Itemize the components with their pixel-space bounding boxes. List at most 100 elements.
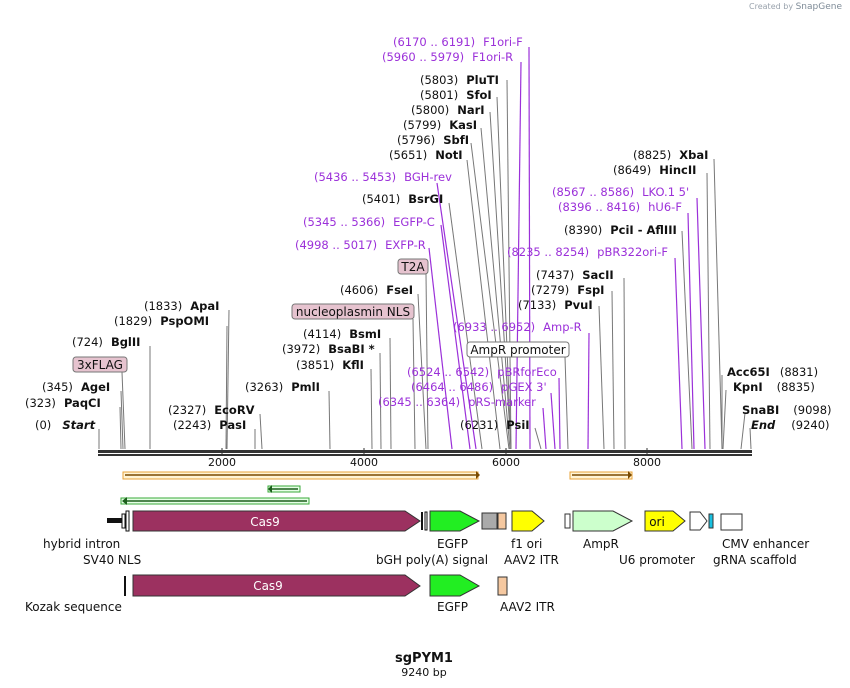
site-pos: (5651) <box>389 148 427 162</box>
svg-text:(7437)SacII: (7437) SacII <box>536 268 614 282</box>
svg-text:(3263)PmlI: (3263) PmlI <box>245 380 320 394</box>
site-pos: (3263) <box>245 380 283 394</box>
site-pos: (8390) <box>564 223 602 237</box>
site-name: PluTI <box>466 73 499 87</box>
egfp-label: EGFP <box>437 537 468 551</box>
site-pos: (5800) <box>411 103 449 117</box>
svg-text:KpnI(8835): KpnI (8835) <box>733 380 815 394</box>
site-name: KpnI <box>733 380 763 394</box>
site-pos: (8825) <box>633 148 671 162</box>
site-name: PasI <box>219 418 246 432</box>
site-pos: (7437) <box>536 268 574 282</box>
svg-text:(5799)KasI: (5799) KasI <box>403 118 477 132</box>
site-pos: (345) <box>42 380 73 394</box>
primers: (6170 .. 6191)F1ori-F (5960 .. 5979)F1or… <box>295 35 689 409</box>
site-name: SacII <box>582 268 613 282</box>
primer-pos: (6524 .. 6542) <box>407 365 489 379</box>
svg-text:(6464 .. 6486)pGEX 3': (6464 .. 6486)pGEX 3' <box>411 380 547 394</box>
site-name: SnaBI <box>742 403 779 417</box>
cas9-label: Cas9 <box>250 515 280 529</box>
hybrid-intron-label: hybrid intron <box>43 537 120 551</box>
site-name: HincII <box>659 163 696 177</box>
site-pos: (0) <box>35 418 51 432</box>
sequence-ruler: 2000 4000 6000 8000 <box>98 448 752 469</box>
enzyme-sites: (0) Start (323) PaqCI (345) AgeI (724)BglI… <box>25 73 832 432</box>
ori-label: ori <box>649 515 665 529</box>
site-name: End <box>751 418 776 432</box>
site-name: KflI <box>342 358 364 372</box>
orf-lines <box>120 471 633 505</box>
svg-text:(5801)SfoI: (5801)SfoI <box>420 88 492 102</box>
svg-text:(2327)EcoRV: (2327)EcoRV <box>168 403 255 417</box>
primer-pos: (8235 .. 8254) <box>507 245 589 259</box>
primer-name: Amp-R <box>543 320 582 334</box>
site-name: PsiI <box>506 418 529 432</box>
ampr-label: AmpR <box>583 537 619 551</box>
site-name: KasI <box>449 118 477 132</box>
site-name: PmlI <box>291 380 320 394</box>
site-name: Acc65I <box>727 365 770 379</box>
svg-text:(323)PaqCI: (323) PaqCI <box>25 396 101 410</box>
primer-pos: (5345 .. 5366) <box>303 215 385 229</box>
svg-text:(5651)NotI: (5651) NotI <box>389 148 463 162</box>
primer-pos: (5436 .. 5453) <box>314 170 396 184</box>
leader-lines <box>98 79 752 450</box>
snapgene-credit: Created by SnapGene <box>749 2 842 12</box>
primer-name: F1ori-R <box>472 50 513 64</box>
svg-text:(2243)PasI: (2243)PasI <box>173 418 246 432</box>
primer-name: hU6-F <box>648 200 682 214</box>
svg-text:(5436 .. 5453)BGH-rev: (5436 .. 5453)BGH-rev <box>314 170 452 184</box>
boxed-ampr-promoter: AmpR promoter <box>470 343 565 357</box>
site-pos: (8835) <box>777 380 815 394</box>
site-name: PvuI <box>564 298 592 312</box>
primer-pos: (4998 .. 5017) <box>295 238 377 252</box>
site-name: PaqCI <box>64 396 101 410</box>
site-pos: (1833) <box>144 299 182 313</box>
kozak-label: Kozak sequence <box>25 600 122 614</box>
svg-text:(6524 .. 6542)pBRforEco: (6524 .. 6542)pBRforEco <box>407 365 557 379</box>
feature-labels-row-2: Kozak sequence EGFP AAV2 ITR <box>25 600 555 614</box>
site-name: PciI - AflIII <box>610 223 677 237</box>
site-name: BsmI <box>349 327 381 341</box>
site-name: FseI <box>386 283 413 297</box>
svg-text:(8390)PciI - AflIII: (8390) PciI - AflIII <box>564 223 677 237</box>
svg-text:(724)BglII: (724)BglII <box>72 335 140 349</box>
site-pos: (9098) <box>793 403 831 417</box>
site-pos: (2327) <box>168 403 206 417</box>
site-name: NarI <box>457 103 484 117</box>
cmv-enhancer-label: CMV enhancer <box>722 537 809 551</box>
site-name: BsrGI <box>408 192 443 206</box>
site-pos: (3972) <box>282 342 320 356</box>
site-pos: (8831) <box>780 365 818 379</box>
svg-text:(5401)BsrGI: (5401) BsrGI <box>362 192 443 206</box>
site-pos: (5799) <box>403 118 441 132</box>
svg-text:(3972)BsaBI *: (3972) BsaBI * <box>282 342 375 356</box>
ruler-tick-6000: 6000 <box>492 456 520 469</box>
svg-text:(4606)FseI: (4606)FseI <box>340 283 413 297</box>
svg-text:(3851)KflI: (3851)KflI <box>296 358 364 372</box>
site-name: BsaBI * <box>328 342 374 356</box>
boxed-nucleoplasmin-nls: nucleoplasmin NLS <box>296 305 410 319</box>
site-name: NotI <box>435 148 462 162</box>
svg-text:Acc65I(8831): Acc65I (8831) <box>727 365 818 379</box>
site-pos: (5401) <box>362 192 400 206</box>
site-name: Start <box>62 418 95 432</box>
features-row-2: Cas9 <box>124 574 508 597</box>
primer-pos: (6345 .. 6364) <box>378 395 460 409</box>
u6-promoter-label: U6 promoter <box>619 553 695 567</box>
svg-text:(5345 .. 5366)EGFP-C: (5345 .. 5366)EGFP-C <box>303 215 435 229</box>
site-pos: (8649) <box>613 163 651 177</box>
site-pos: (9240) <box>791 418 829 432</box>
svg-text:(1829)PspOMI: (1829)PspOMI <box>114 314 209 328</box>
site-name: AgeI <box>81 380 110 394</box>
svg-text:(7279)FspI: (7279)FspI <box>531 283 604 297</box>
site-pos: (5803) <box>420 73 458 87</box>
boxed-feature-labels: 3xFLAG T2A nucleoplasmin NLS AmpR promot… <box>72 258 570 373</box>
primer-name: EXFP-R <box>385 238 426 252</box>
site-pos: (323) <box>25 396 56 410</box>
site-name: PspOMI <box>160 314 209 328</box>
svg-text:(345)AgeI: (345) AgeI <box>42 380 110 394</box>
site-pos: (6231) <box>460 418 498 432</box>
site-pos: (4114) <box>303 327 341 341</box>
